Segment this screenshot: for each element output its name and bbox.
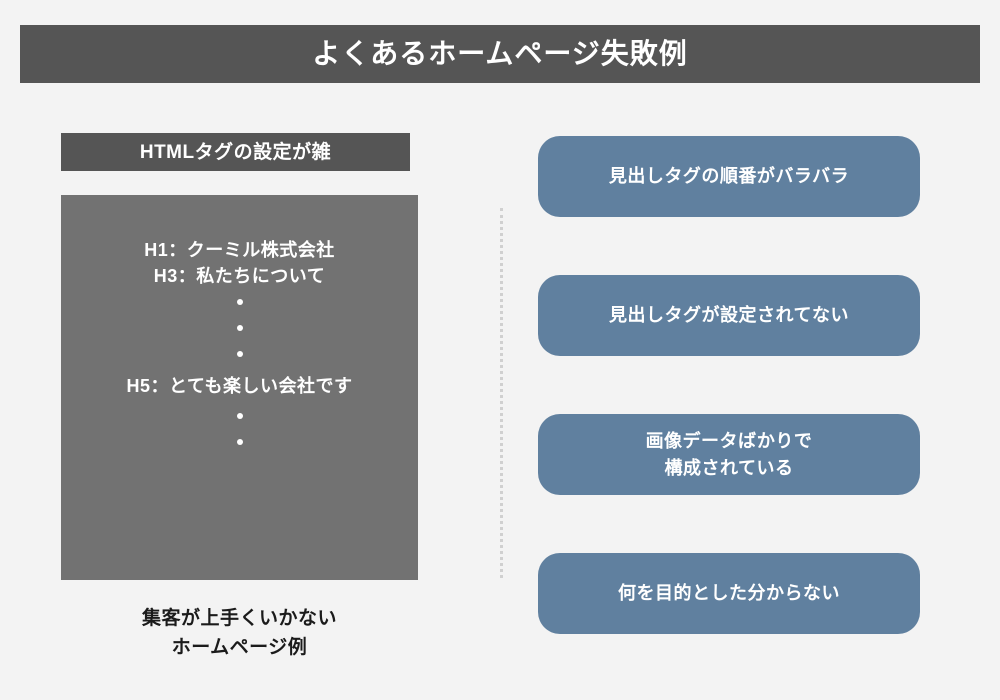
mock-bullet-row	[61, 429, 418, 455]
failure-reason-pill-2: 見出しタグが設定されてない	[538, 275, 920, 356]
mock-webpage-preview: H1：クーミル株式会社 H3：私たちについて H5：とても楽しい会社です	[61, 195, 418, 580]
caption-line-2: ホームページ例	[171, 636, 308, 658]
vertical-dotted-divider	[500, 208, 503, 578]
failure-reason-pill-4: 何を目的とした分からない	[538, 553, 920, 634]
mock-bullet-row	[61, 341, 418, 367]
mock-bullet-row	[61, 289, 418, 315]
bullet-dot-icon	[236, 351, 243, 358]
section-label-badge: HTMLタグの設定が雑	[61, 133, 410, 171]
bullet-dot-icon	[236, 325, 243, 332]
failure-reason-text: 画像データばかりで 構成されている	[645, 431, 813, 478]
left-column: HTMLタグの設定が雑	[61, 133, 418, 171]
page-title: よくあるホームページ失敗例	[312, 38, 688, 69]
failure-reason-text: 何を目的とした分からない	[618, 583, 840, 604]
failure-reason-text: 見出しタグが設定されてない	[609, 305, 849, 326]
bullet-dot-icon	[236, 413, 243, 420]
caption-line-1: 集客が上手くいかない	[141, 608, 337, 629]
section-label-text: HTMLタグの設定が雑	[139, 141, 332, 163]
page-header-banner: よくあるホームページ失敗例	[20, 25, 980, 83]
mock-bullet-row	[61, 403, 418, 429]
bullet-dot-icon	[236, 299, 243, 306]
mock-webpage-caption: 集客が上手くいかない ホームページ例	[61, 605, 418, 662]
failure-reason-list: 見出しタグの順番がバラバラ 見出しタグが設定されてない 画像データばかりで 構成…	[538, 136, 920, 692]
mock-heading-h1: H1：クーミル株式会社	[144, 240, 335, 260]
mock-bullet-row	[61, 315, 418, 341]
failure-reason-pill-3: 画像データばかりで 構成されている	[538, 414, 920, 495]
mock-heading-h5: H5：とても楽しい会社です	[126, 376, 353, 397]
failure-reason-text: 見出しタグの順番がバラバラ	[608, 166, 850, 187]
bullet-dot-icon	[236, 439, 243, 446]
failure-reason-pill-1: 見出しタグの順番がバラバラ	[538, 136, 920, 217]
mock-heading-h3: H3：私たちについて	[153, 266, 326, 287]
